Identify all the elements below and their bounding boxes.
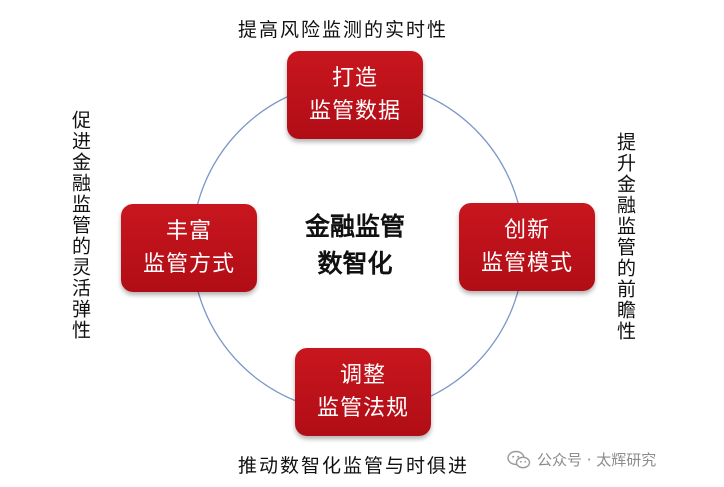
watermark: 公众号 · 太辉研究 <box>507 449 656 470</box>
node-innovate-supervision-mode: 创新 监管模式 <box>459 203 595 291</box>
wechat-icon <box>507 450 531 468</box>
node-build-supervision-data: 打造 监管数据 <box>287 51 423 139</box>
outer-label-bottom: 推动数智化监管与时俱进 <box>238 455 470 477</box>
node-top-line2: 监管数据 <box>308 99 401 124</box>
center-title-line2: 数智化 <box>317 249 393 278</box>
node-bottom-line2: 监管法规 <box>316 396 409 421</box>
center-title-line1: 金融监管 <box>304 212 405 241</box>
outer-label-right: 提升金融监管的前瞻性 <box>614 132 636 342</box>
watermark-text: 公众号 · 太辉研究 <box>537 451 657 469</box>
node-adjust-supervision-regulations: 调整 监管法规 <box>295 348 431 436</box>
center-title: 金融监管 数智化 <box>285 208 425 282</box>
node-right-line2: 监管模式 <box>480 251 573 276</box>
node-left-line2: 监管方式 <box>142 252 235 277</box>
node-top-line1: 打造 <box>331 66 378 91</box>
outer-label-top: 提高风险监测的实时性 <box>238 19 449 41</box>
node-bottom-line1: 调整 <box>339 363 386 388</box>
outer-label-left: 促进金融监管的灵活弹性 <box>69 110 91 341</box>
node-enrich-supervision-methods: 丰富 监管方式 <box>121 204 257 292</box>
node-right-line1: 创新 <box>503 218 550 243</box>
node-left-line1: 丰富 <box>165 219 212 244</box>
